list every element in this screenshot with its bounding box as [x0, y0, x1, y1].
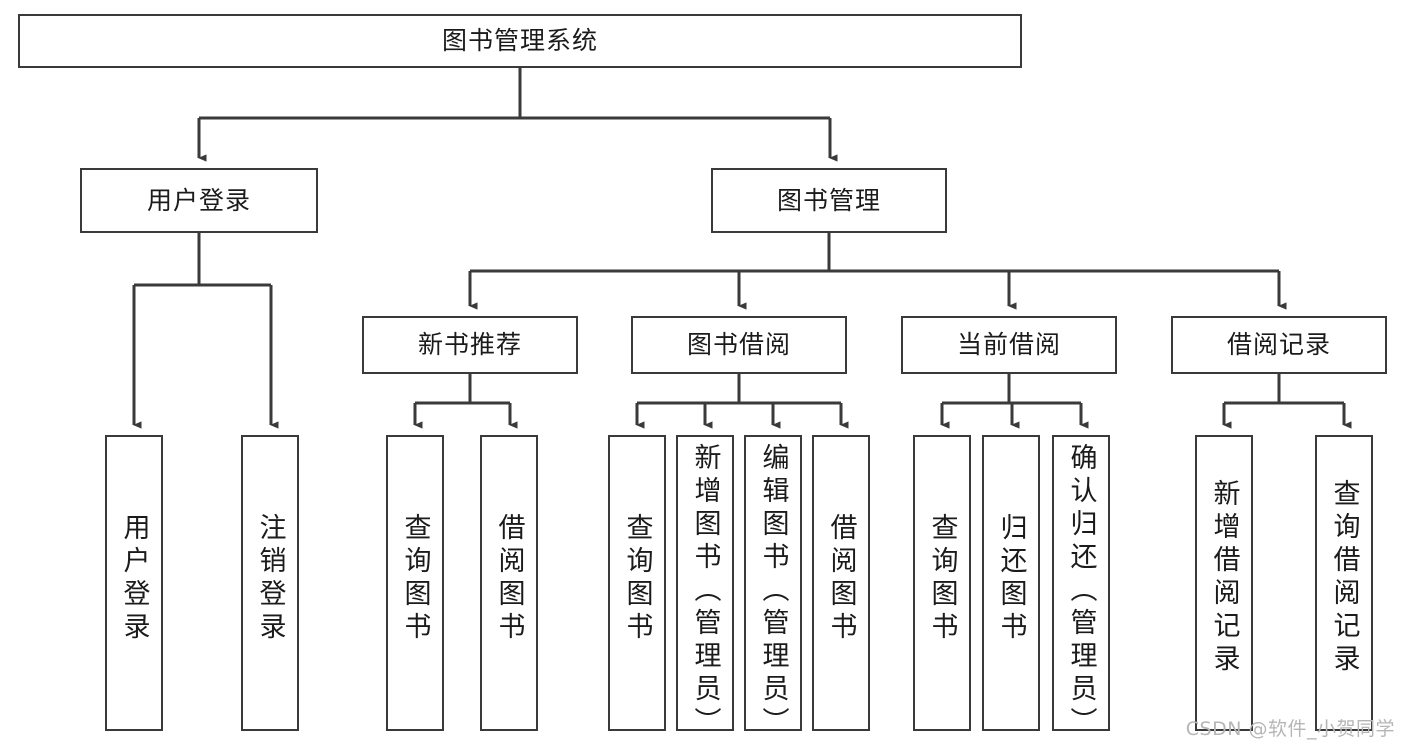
leaf-add-borrow-record[interactable]: 新增借阅记录 [1195, 435, 1253, 731]
node-current-borrow[interactable]: 当前借阅 [901, 316, 1117, 374]
node-user-login[interactable]: 用户登录 [80, 168, 318, 233]
node-label: 查询图书 [621, 513, 653, 645]
leaf-confirm-return-admin[interactable]: 确认归还（管理员） [1052, 435, 1110, 740]
node-label: 确认归还（管理员） [1065, 443, 1097, 740]
node-root-system[interactable]: 图书管理系统 [18, 14, 1022, 68]
node-label: 查询图书 [399, 513, 431, 645]
node-label: 借阅图书 [493, 513, 525, 645]
leaf-return-book[interactable]: 归还图书 [982, 435, 1040, 731]
node-borrow-records[interactable]: 借阅记录 [1171, 316, 1387, 374]
node-label: 借阅图书 [825, 513, 857, 645]
node-new-book-recommend[interactable]: 新书推荐 [362, 316, 578, 374]
node-book-borrow[interactable]: 图书借阅 [631, 316, 847, 374]
leaf-borrow-book-recommend[interactable]: 借阅图书 [480, 435, 538, 731]
node-label: 编辑图书（管理员） [757, 443, 789, 740]
node-label: 查询借阅记录 [1328, 479, 1360, 677]
leaf-query-book-borrow[interactable]: 查询图书 [608, 435, 666, 731]
node-label: 新增图书（管理员） [689, 443, 721, 740]
node-book-management[interactable]: 图书管理 [711, 168, 947, 233]
node-label: 注销登录 [254, 513, 286, 645]
node-label: 用户登录 [118, 513, 150, 645]
csdn-watermark: CSDN @软件_小贺同学 [1185, 718, 1395, 740]
node-label: 新增借阅记录 [1208, 479, 1240, 677]
node-label: 借阅记录 [1226, 330, 1331, 360]
leaf-query-book-recommend[interactable]: 查询图书 [386, 435, 444, 731]
leaf-edit-book-admin[interactable]: 编辑图书（管理员） [744, 435, 802, 740]
node-label: 当前借阅 [956, 330, 1061, 360]
node-label: 用户登录 [146, 185, 251, 215]
leaf-borrow-book[interactable]: 借阅图书 [812, 435, 870, 731]
leaf-add-book-admin[interactable]: 新增图书（管理员） [676, 435, 734, 740]
node-label: 新书推荐 [417, 330, 522, 360]
leaf-logout[interactable]: 注销登录 [241, 435, 299, 731]
node-label: 归还图书 [995, 513, 1027, 645]
leaf-user-login[interactable]: 用户登录 [105, 435, 163, 731]
node-label: 图书管理系统 [441, 26, 598, 56]
leaf-query-borrow-record[interactable]: 查询借阅记录 [1315, 435, 1373, 731]
leaf-query-book-current[interactable]: 查询图书 [913, 435, 971, 731]
node-label: 图书管理 [776, 185, 881, 215]
node-label: 图书借阅 [686, 330, 791, 360]
node-label: 查询图书 [926, 513, 958, 645]
